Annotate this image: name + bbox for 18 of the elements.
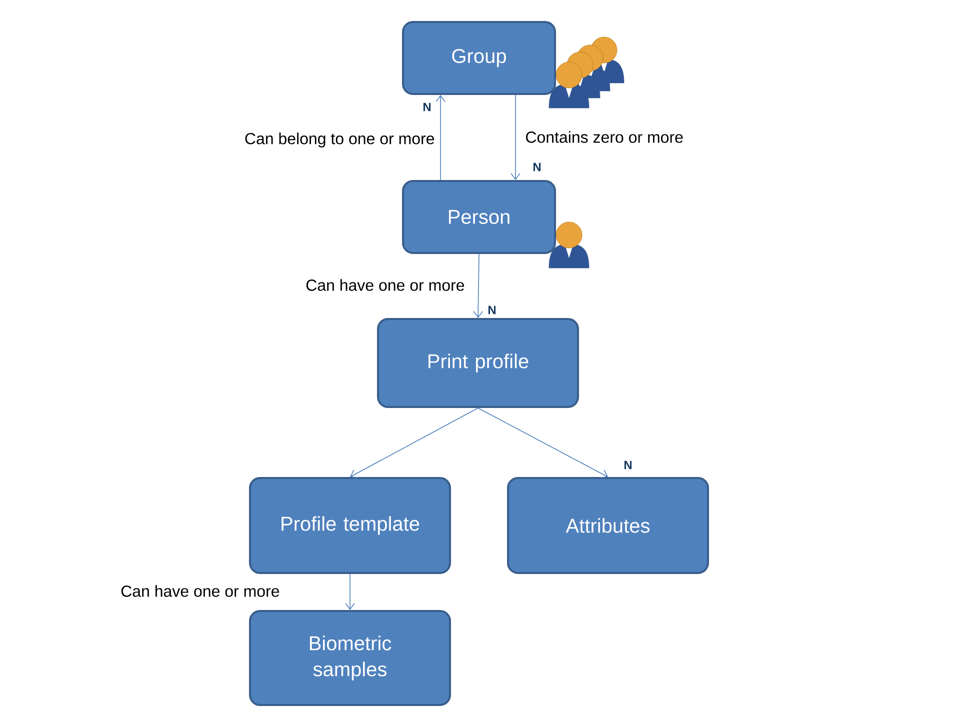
arrow [345,574,355,610]
edge-label: Can have one or more [121,585,280,597]
process-box: Biometric samples [249,610,451,706]
edge-label: Contains zero or more [526,131,683,143]
arrow [436,95,446,180]
process-box: Attributes [507,477,709,574]
arrow [478,408,608,478]
edge-label: Can have one or more [306,279,464,291]
arrow [510,94,520,180]
process-box: Person [402,180,556,254]
edge-label: Can belong to one or more [245,132,434,148]
process-box: Print profile [377,318,579,408]
multiplicity-label: N [488,306,496,314]
process-box: Group [402,21,556,95]
arrow [350,408,478,478]
process-box: Profile template [249,477,451,574]
arrow [473,254,484,318]
multiplicity-label: N [423,102,431,112]
